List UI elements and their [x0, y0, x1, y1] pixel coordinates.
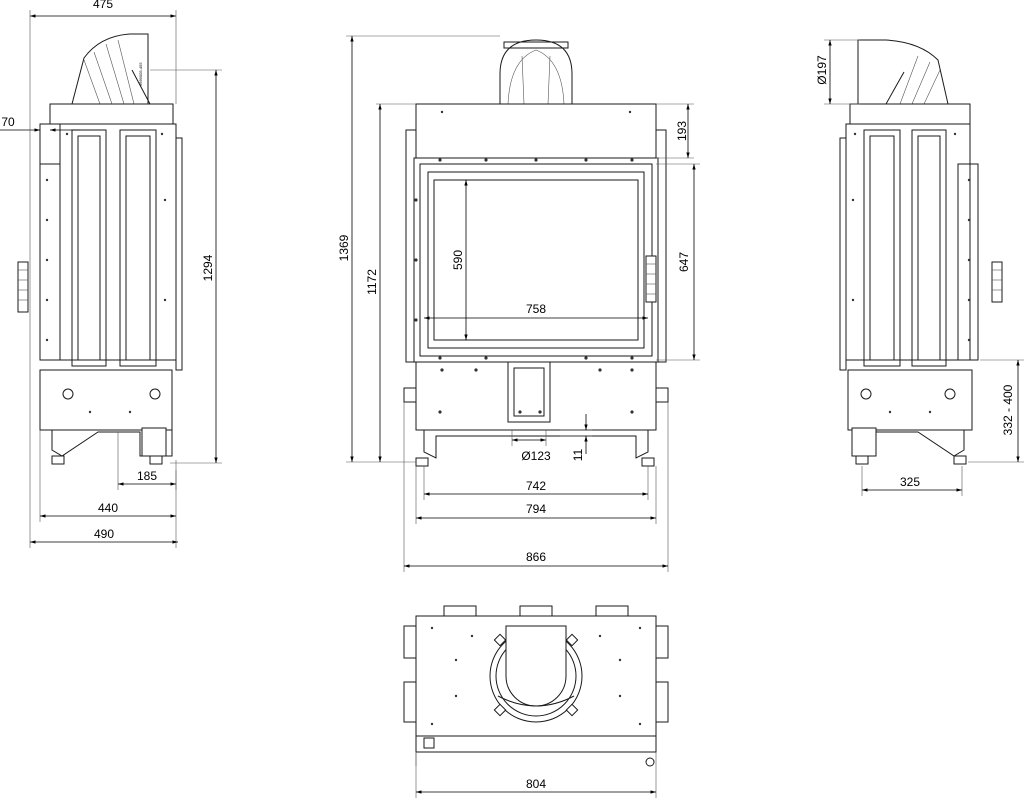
dim-side-offset: 70: [1, 115, 15, 129]
dim-top-width: 804: [526, 777, 546, 791]
top-view: 804: [403, 605, 669, 798]
right-side-view: Ø197 332 - 400 325: [815, 39, 1024, 496]
dim-front-glass-width: 758: [526, 302, 546, 316]
dim-front-glass-height: 590: [451, 250, 465, 270]
flue-plate-text: 6669005-455: [138, 62, 143, 86]
dim-right-air-height: 332 - 400: [1001, 384, 1015, 435]
dim-front-top: 193: [675, 121, 689, 141]
dim-side-depth: 440: [98, 501, 118, 515]
dim-front-total-height: 1369: [337, 234, 351, 261]
front-view: 1369 1172 193 647 590 758 Ø123 11: [337, 35, 700, 572]
left-side-view: 6669005-455: [0, 0, 222, 548]
dim-right-depth: 325: [900, 475, 920, 489]
dim-side-height: 1294: [201, 254, 215, 281]
dim-front-door-height: 647: [677, 252, 691, 272]
dim-side-top-width: 475: [93, 0, 113, 11]
dim-front-feet-width: 742: [526, 479, 546, 493]
dim-front-outlet-diameter: Ø123: [521, 449, 551, 463]
dim-side-total-depth: 490: [94, 527, 114, 541]
dim-front-total-width: 866: [526, 550, 546, 564]
dim-front-body-height: 1172: [365, 269, 379, 295]
dim-front-body-width: 794: [526, 502, 546, 516]
dim-front-gap: 11: [571, 448, 585, 461]
dim-side-leg: 185: [137, 469, 157, 483]
dim-right-flue-diameter: Ø197: [815, 55, 829, 85]
